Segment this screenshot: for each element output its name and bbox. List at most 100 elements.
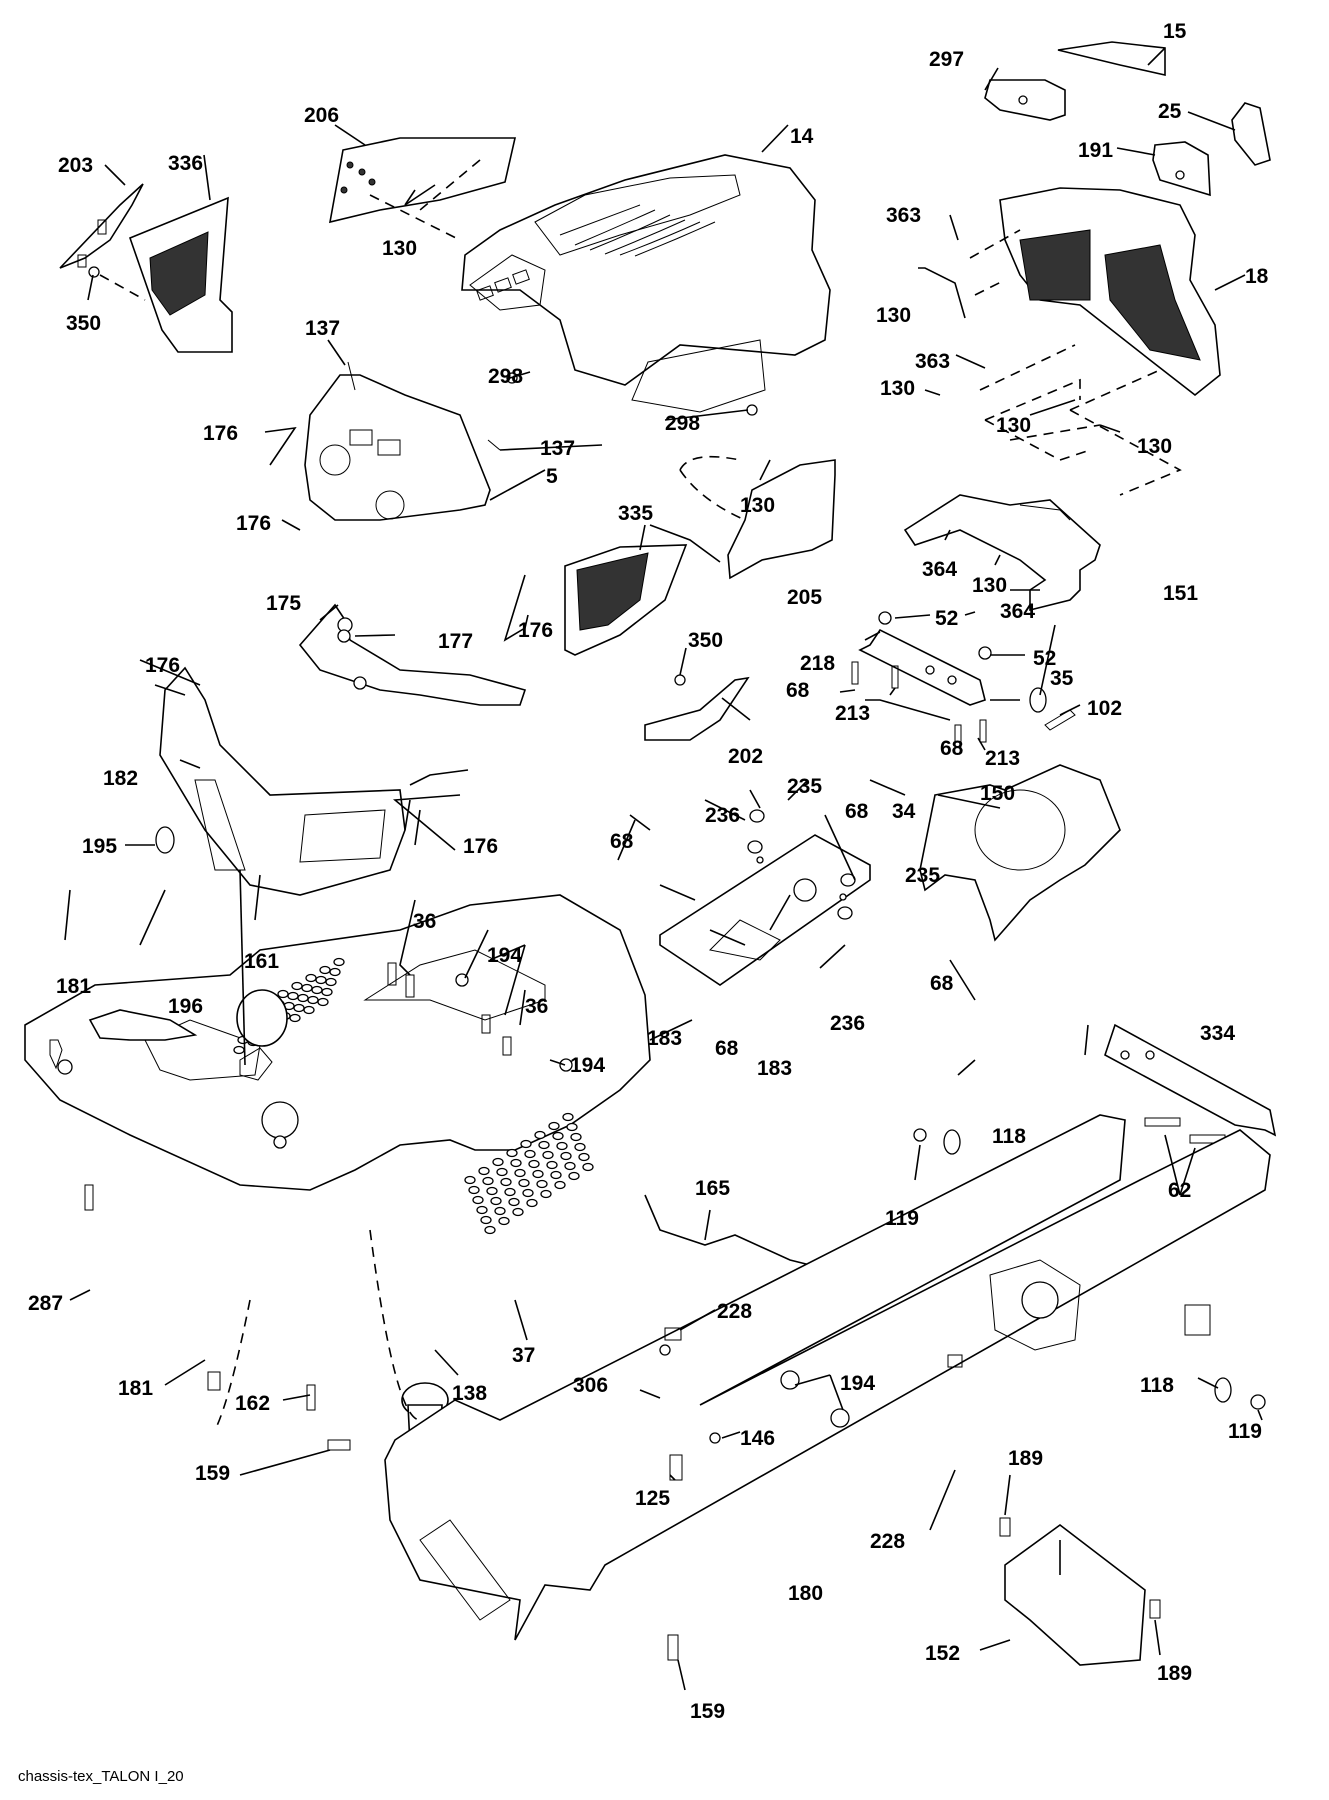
vent-hole bbox=[524, 1149, 536, 1159]
callout-181: 181 bbox=[118, 1377, 153, 1400]
callout-205: 205 bbox=[787, 586, 822, 609]
vent-hole bbox=[486, 1186, 498, 1196]
vent-hole bbox=[476, 1205, 488, 1215]
callout-165: 165 bbox=[695, 1177, 730, 1200]
vent-hole bbox=[329, 967, 341, 977]
part-297-headlight bbox=[984, 79, 1066, 121]
vent-hole bbox=[472, 1195, 484, 1205]
callout-335: 335 bbox=[618, 502, 653, 525]
callout-152: 152 bbox=[925, 1642, 960, 1665]
vent-hole bbox=[482, 1176, 494, 1186]
callout-177: 177 bbox=[438, 630, 473, 653]
callout-297: 297 bbox=[929, 48, 964, 71]
callout-35: 35 bbox=[1050, 667, 1074, 690]
part-194-nut bbox=[780, 1370, 800, 1390]
callout-176: 176 bbox=[463, 835, 498, 858]
callout-189: 189 bbox=[1008, 1447, 1043, 1470]
callout-180: 180 bbox=[788, 1582, 823, 1605]
callout-159: 159 bbox=[195, 1462, 230, 1485]
callout-68: 68 bbox=[786, 679, 810, 702]
callout-159: 159 bbox=[690, 1700, 725, 1723]
callout-25: 25 bbox=[1158, 100, 1182, 123]
callout-68: 68 bbox=[845, 800, 869, 823]
vent-hole bbox=[305, 973, 317, 983]
part-194-nut bbox=[830, 1408, 850, 1428]
vent-hole bbox=[480, 1215, 492, 1225]
callout-191: 191 bbox=[1078, 139, 1113, 162]
vent-hole bbox=[556, 1141, 568, 1151]
vent-hole bbox=[293, 1003, 305, 1013]
part-350-fastener bbox=[674, 674, 686, 686]
part-36-bolt bbox=[387, 962, 397, 986]
part-236-nut bbox=[747, 840, 763, 854]
part-118-washer bbox=[943, 1129, 961, 1155]
part-191-light bbox=[1152, 141, 1211, 197]
part-5-dash-tower bbox=[304, 374, 491, 521]
part-52-nut bbox=[878, 611, 892, 625]
vent-hole bbox=[542, 1150, 554, 1160]
callout-68: 68 bbox=[715, 1037, 739, 1060]
callout-364: 364 bbox=[922, 558, 957, 581]
vent-hole bbox=[528, 1159, 540, 1169]
callout-195: 195 bbox=[82, 835, 117, 858]
part-194-nut bbox=[559, 1058, 573, 1072]
part-35-washer bbox=[1029, 687, 1047, 713]
callout-218: 218 bbox=[800, 652, 835, 675]
callout-125: 125 bbox=[635, 1487, 670, 1510]
callout-130: 130 bbox=[996, 414, 1031, 437]
part-336-left-grille bbox=[128, 196, 233, 353]
vent-hole bbox=[550, 1170, 562, 1180]
callout-118: 118 bbox=[1140, 1374, 1174, 1397]
vent-hole bbox=[468, 1185, 480, 1195]
callout-130: 130 bbox=[972, 574, 1007, 597]
callout-37: 37 bbox=[512, 1344, 535, 1367]
callout-364: 364 bbox=[1000, 600, 1035, 623]
part-195-bushing bbox=[155, 826, 175, 854]
callout-350: 350 bbox=[66, 312, 101, 335]
part-159-bolt bbox=[667, 1634, 679, 1661]
callout-labels: 203 336 350 206 130 14 297 15 25 191 363… bbox=[28, 20, 1269, 1723]
vent-hole bbox=[496, 1167, 508, 1177]
vent-hole bbox=[578, 1152, 590, 1162]
part-162-bolt bbox=[306, 1384, 316, 1411]
part-196-cover bbox=[88, 1009, 198, 1041]
callout-15: 15 bbox=[1163, 20, 1187, 43]
vent-hole bbox=[508, 1197, 520, 1207]
part-37-fender bbox=[24, 894, 651, 1191]
part-287-bolt bbox=[84, 1184, 94, 1211]
callout-119: 119 bbox=[885, 1207, 919, 1230]
callout-68: 68 bbox=[930, 972, 954, 995]
vent-hole bbox=[522, 1188, 534, 1198]
vent-hole bbox=[512, 1207, 524, 1217]
callout-236: 236 bbox=[705, 804, 740, 827]
callout-228: 228 bbox=[870, 1530, 905, 1553]
callout-36: 36 bbox=[525, 995, 548, 1018]
callout-130: 130 bbox=[876, 304, 911, 327]
callout-363: 363 bbox=[915, 350, 950, 373]
part-203-side-trim bbox=[59, 183, 144, 269]
callout-202: 202 bbox=[728, 745, 763, 768]
callout-68: 68 bbox=[940, 737, 964, 760]
callout-175: 175 bbox=[266, 592, 301, 615]
callout-119: 119 bbox=[1228, 1420, 1262, 1443]
vent-hole bbox=[478, 1166, 490, 1176]
vent-hole bbox=[325, 977, 337, 987]
vent-hole bbox=[319, 965, 331, 975]
callout-336: 336 bbox=[168, 152, 203, 175]
part-181-clip bbox=[49, 1039, 63, 1070]
part-118-washer bbox=[1214, 1377, 1232, 1403]
part-182-lower-dash bbox=[159, 666, 406, 896]
vent-hole bbox=[548, 1121, 560, 1131]
vent-hole bbox=[506, 1148, 518, 1158]
part-298-fastener bbox=[746, 404, 758, 416]
part-165-rod bbox=[644, 1194, 811, 1266]
callout-213: 213 bbox=[835, 702, 870, 725]
callout-363: 363 bbox=[886, 204, 921, 227]
callout-130: 130 bbox=[1137, 435, 1172, 458]
part-150-shroud bbox=[919, 764, 1121, 942]
vent-hole bbox=[317, 997, 329, 1007]
vent-hole bbox=[518, 1178, 530, 1188]
callout-130: 130 bbox=[740, 494, 775, 517]
part-161-grommet bbox=[239, 1047, 273, 1081]
vent-hole bbox=[510, 1158, 522, 1168]
